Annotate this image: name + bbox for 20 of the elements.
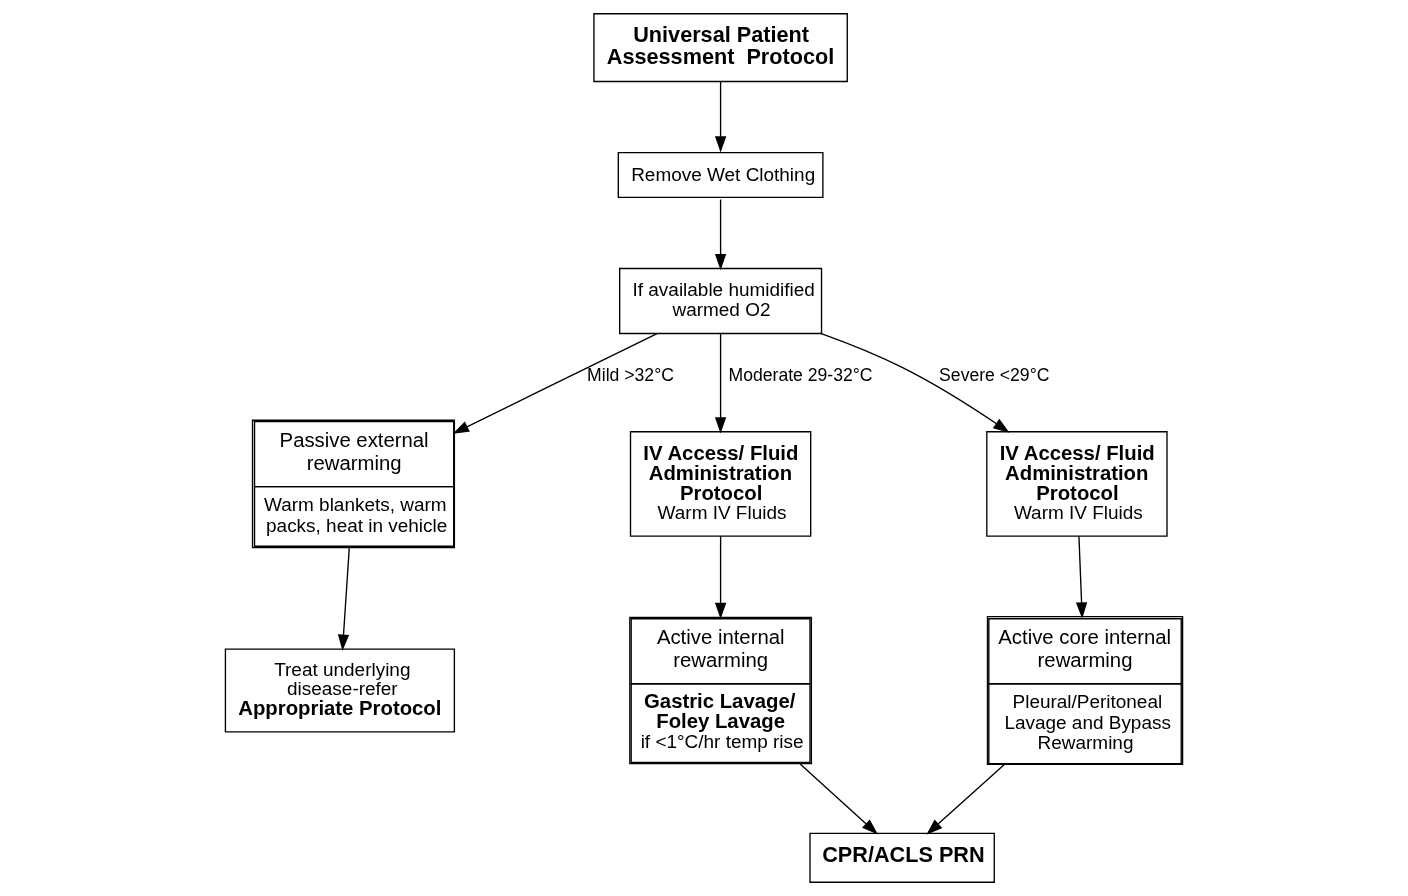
arrow bbox=[337, 547, 350, 651]
node-box: If available humidified warmed O2 bbox=[619, 267, 823, 335]
node-box: Treat underlying disease-refer Appropriate Protocol bbox=[224, 648, 456, 733]
arrow bbox=[820, 332, 1010, 433]
arrow bbox=[1075, 535, 1088, 619]
arrow bbox=[714, 535, 727, 619]
arrow bbox=[926, 763, 1005, 835]
node-box: CPR/ACLS PRN bbox=[809, 832, 995, 883]
arrow bbox=[714, 198, 727, 271]
node-box: Remove Wet Clothing bbox=[617, 152, 824, 199]
arrow bbox=[714, 81, 727, 153]
arrow bbox=[714, 333, 727, 434]
node-box: IV Access/ Fluid Administration Protocol Warm IV Fluids bbox=[629, 431, 812, 537]
node-box: IV Access/ Fluid Administration Protocol Warm IV Fluids bbox=[986, 431, 1168, 537]
arrow bbox=[799, 763, 878, 835]
edge-label: Severe <29°C bbox=[939, 365, 1050, 386]
edge-label: Moderate 29-32°C bbox=[728, 365, 873, 386]
edge-label: Mild >32°C bbox=[587, 365, 674, 386]
arrow bbox=[452, 332, 658, 434]
node-box: Universal Patient Assessment Protocol bbox=[593, 13, 848, 83]
